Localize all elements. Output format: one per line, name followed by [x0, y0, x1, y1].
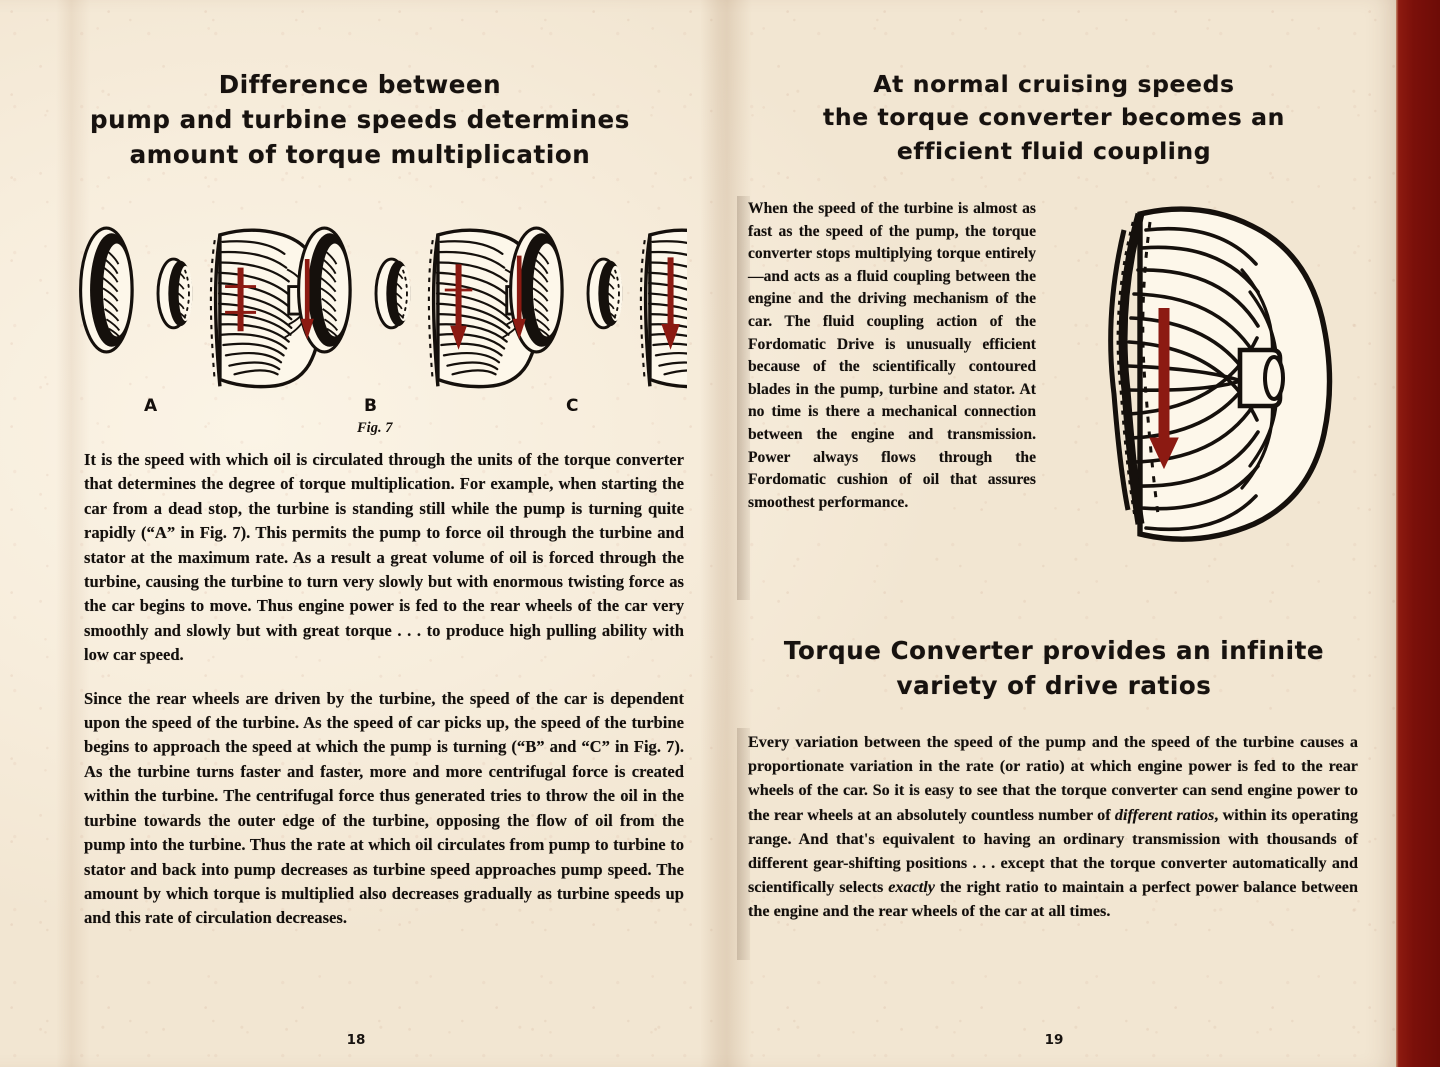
heading-line-1: At normal cruising speeds	[873, 70, 1235, 98]
right-page-bottom-text: Every variation between the speed of the…	[748, 730, 1358, 924]
figure-label-c: C	[566, 396, 579, 416]
figure-7-torque-converter-diagram	[78, 226, 687, 389]
heading-line-3: efficient fluid coupling	[896, 136, 1212, 165]
figure-7-assembly-b	[296, 226, 542, 389]
heading-line-1: Difference between	[218, 70, 502, 99]
bottom-text-italic-1: different ratios	[1114, 805, 1215, 824]
left-page-body-text: It is the speed with which oil is circul…	[84, 448, 684, 931]
figure-label-a: A	[144, 396, 158, 416]
heading-line-2: variety of drive ratios	[896, 670, 1212, 700]
bottom-text-run-2: , within its operating range. And that's…	[748, 805, 1358, 897]
heading-line-2: the torque converter becomes an	[823, 103, 1285, 132]
heading-line-2: pump and turbine speeds determines	[90, 104, 630, 134]
left-paragraph-1: It is the speed with which oil is circul…	[84, 450, 684, 665]
bottom-text-italic-2: exactly	[888, 878, 935, 897]
oil-flow-arrow	[1149, 308, 1179, 470]
figure-label-b: B	[364, 396, 377, 416]
right-column-paragraph: When the speed of the turbine is almost …	[748, 200, 1036, 511]
heading-line-1: Torque Converter provides an infinite	[783, 636, 1325, 665]
page-number-right: 19	[1044, 1032, 1064, 1048]
bottom-text-run-1: Every variation between the speed of the…	[748, 733, 1358, 824]
figure-caption: Fig. 7	[357, 420, 393, 436]
book-cover-edge	[1396, 0, 1440, 1067]
page-number-left: 18	[346, 1032, 366, 1048]
right-page-heading-2: Torque Converter provides an infinite va…	[734, 634, 1374, 704]
right-page-column-text: When the speed of the turbine is almost …	[748, 198, 1036, 514]
bottom-text-run-3: the right ratio to maintain a perfect po…	[748, 878, 1358, 921]
figure-7-assembly-a	[78, 226, 324, 389]
left-paragraph-2: Since the rear wheels are driven by the …	[84, 688, 684, 928]
figure-7-labels: A B C Fig. 7	[62, 396, 687, 446]
torque-converter-cutaway-diagram	[1108, 206, 1333, 542]
right-page: At normal cruising speeds the torque con…	[712, 0, 1396, 1067]
right-page-heading-1: At normal cruising speeds the torque con…	[734, 68, 1374, 168]
left-page-heading: Difference between pump and turbine spee…	[60, 68, 660, 172]
heading-line-3: amount of torque multiplication	[129, 139, 591, 169]
right-bottom-paragraph: Every variation between the speed of the…	[748, 730, 1358, 924]
left-page: Difference between pump and turbine spee…	[0, 0, 712, 1067]
figure-7-assembly-c	[508, 226, 687, 389]
